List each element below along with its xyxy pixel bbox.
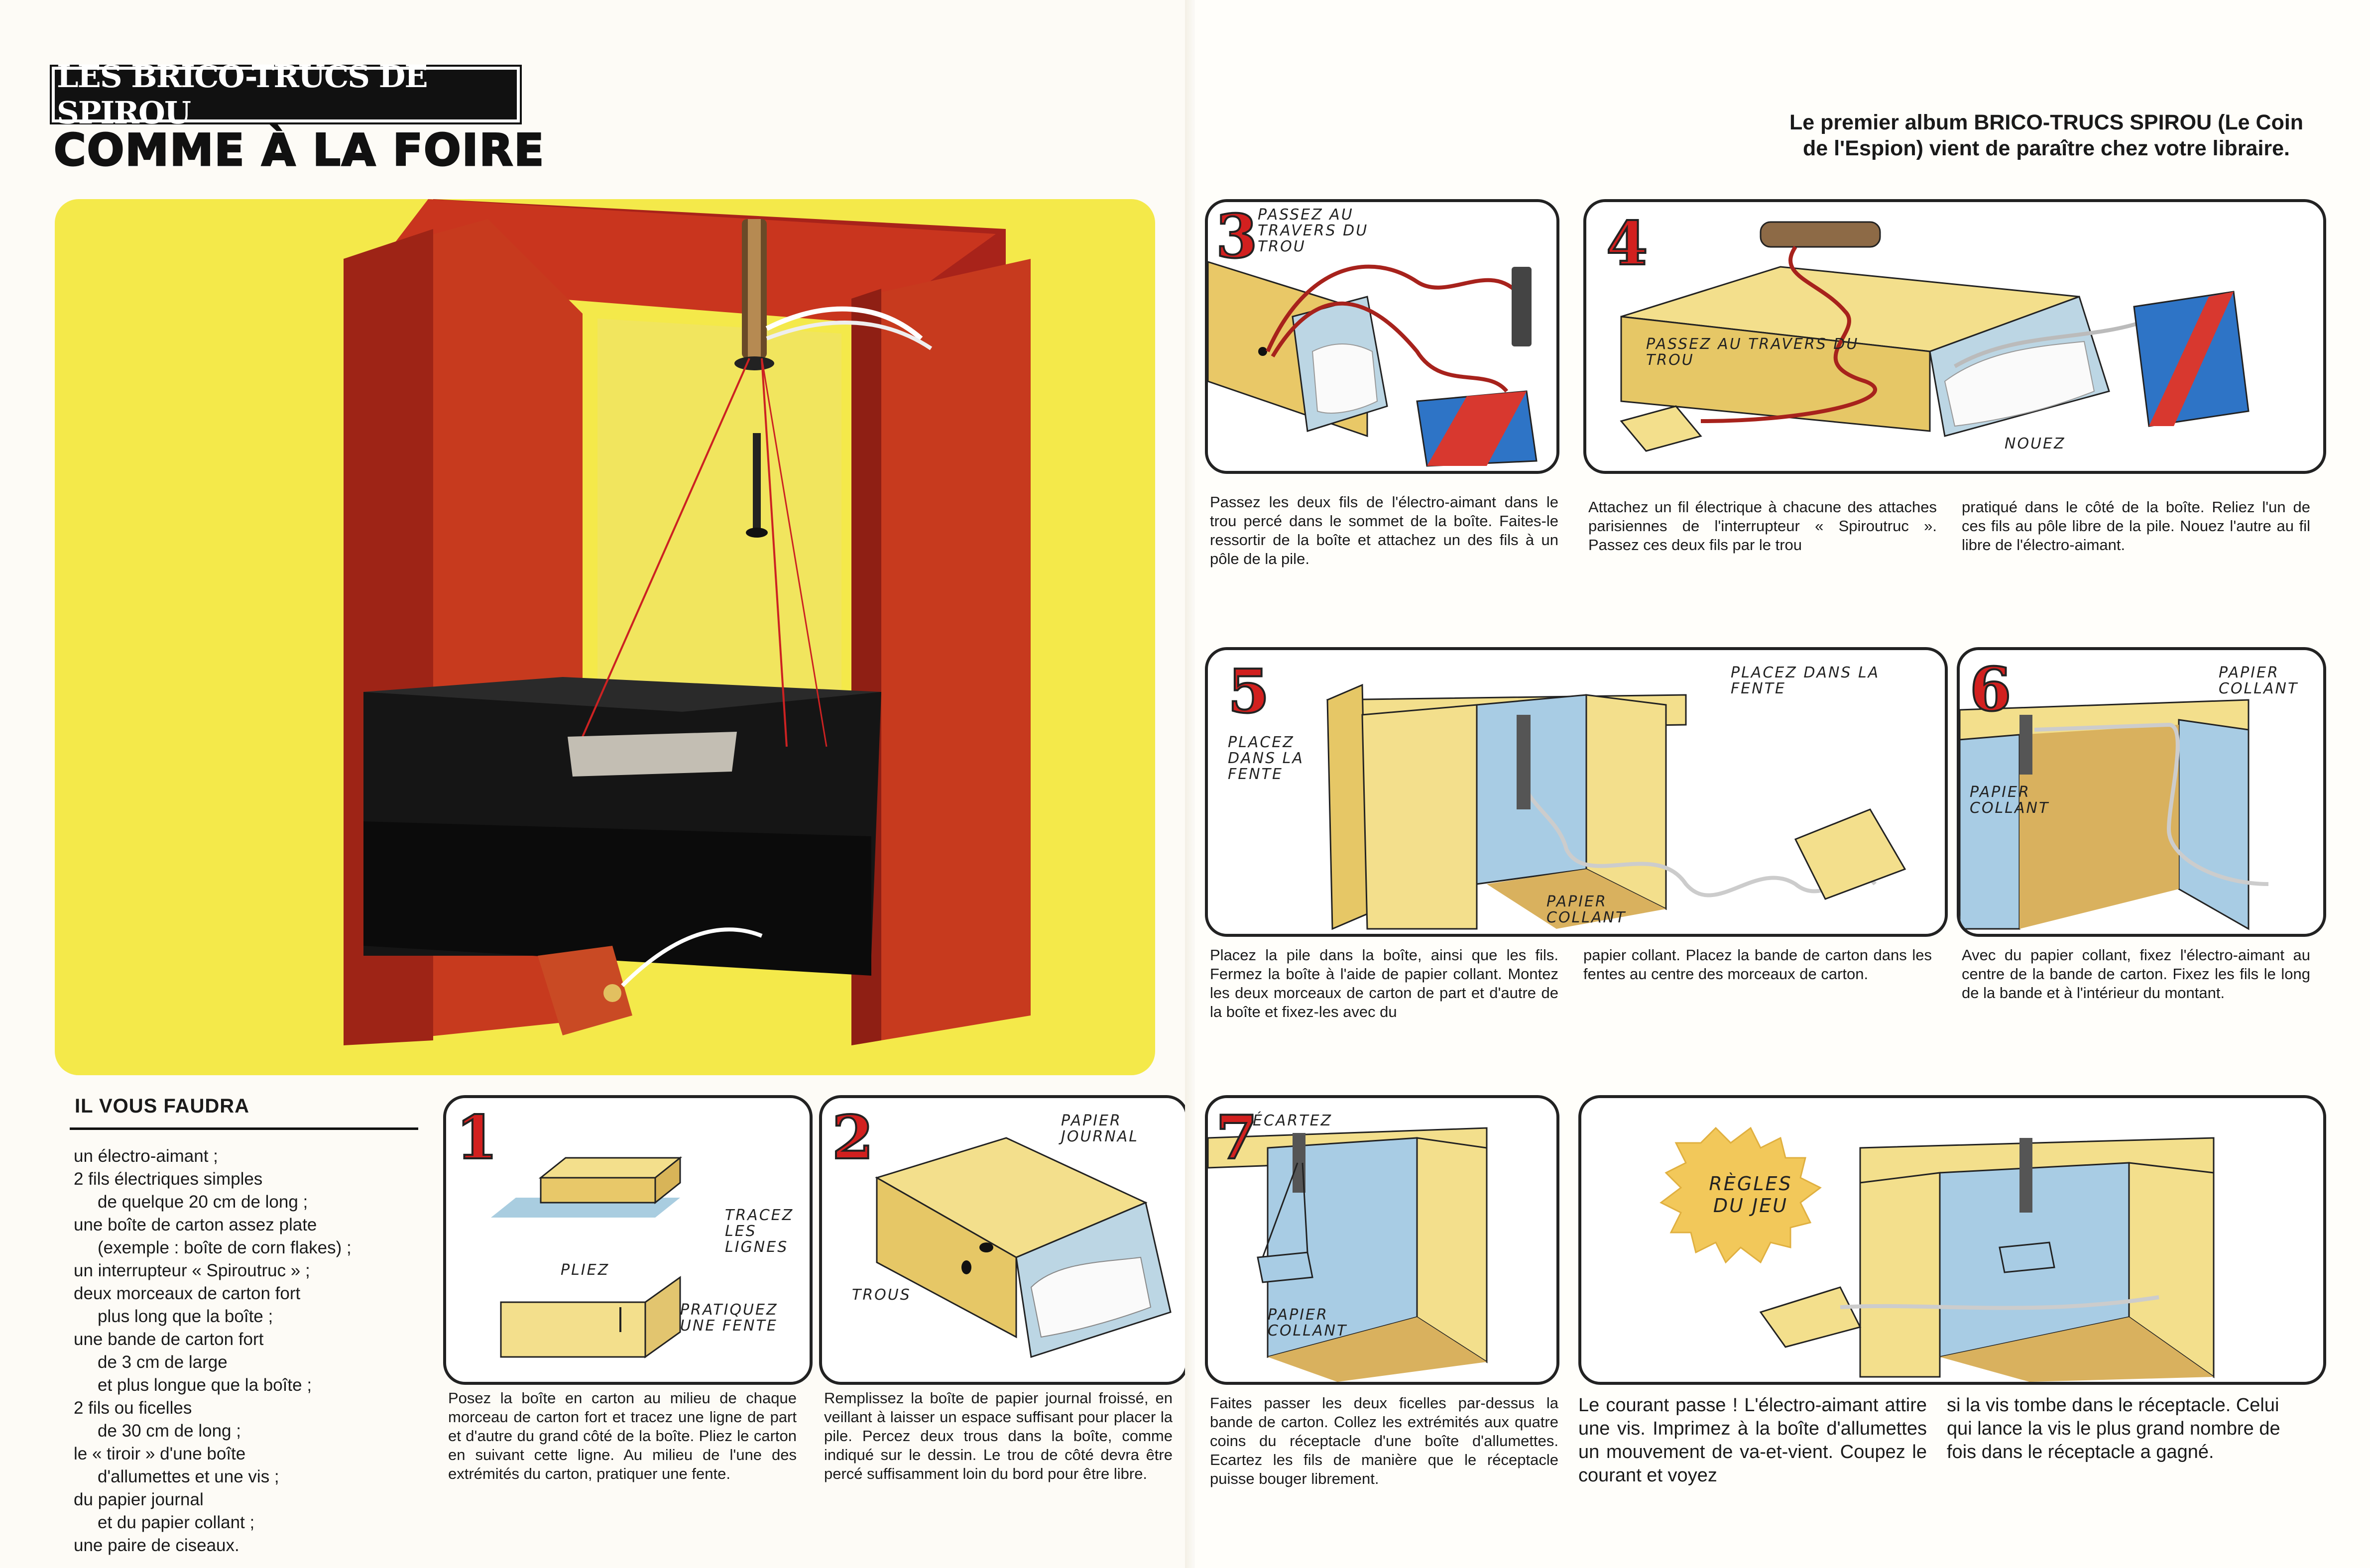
project-photo [55, 199, 1155, 1075]
step-4-caption-a: Attachez un fil électrique à chacune des… [1588, 498, 1937, 554]
series-banner: LES BRICO-TRUCS DE SPIROU [52, 58, 520, 131]
step-6-label-tape-top: PAPIER COLLANT [2219, 664, 2299, 697]
step-6-panel: 6 PAPIER COLLANT PAPIER COLLANT [1957, 647, 2326, 937]
step-7-label-tape: PAPIER COLLANT [1268, 1306, 1348, 1340]
step-1-panel: 1 TRACEZ LES LIGNES PLIEZ PRATIQUEZ UNE … [443, 1095, 813, 1385]
needs-item: un électro-aimant ; [74, 1146, 218, 1166]
rules-panel: RÈGLES DU JEU [1578, 1095, 2326, 1385]
needs-item: une bande de carton fort [74, 1330, 264, 1349]
needs-item: du papier journal [74, 1490, 204, 1509]
left-page: LES BRICO-TRUCS DE SPIROU COMME À LA FOI… [52, 58, 1188, 1557]
step-4-caption-b: pratiqué dans le côté de la boîte. Relie… [1962, 498, 2310, 554]
needs-item: 2 fils électriques simples [74, 1169, 263, 1189]
needs-item: le « tiroir » d'une boîte [74, 1444, 246, 1463]
step-4-number: 4 [1605, 209, 1649, 279]
needs-title: IL VOUS FAUDRA [75, 1095, 250, 1117]
step-6-caption: Avec du papier collant, fixez l'électro-… [1962, 946, 2310, 1002]
needs-item: d'allumettes et une vis ; [98, 1467, 279, 1486]
needs-list: un électro-aimant ; 2 fils électriques s… [74, 1145, 432, 1557]
step-5-label-slot-left: PLACEZ DANS LA FENTE [1228, 734, 1304, 783]
rules-caption-a: Le courant passe ! L'électro-aimant atti… [1578, 1395, 1927, 1486]
step-2-illustration [875, 1137, 1172, 1358]
step-4-panel: 4 PASSEZ AU TRAVERS DU TROU NOUEZ [1583, 199, 2326, 474]
step-1-illustration [491, 1156, 683, 1358]
step-5-number: 5 [1227, 657, 1270, 727]
step-7-label-spread: ÉCARTEZ [1253, 1112, 1333, 1129]
step-2-number: 2 [831, 1103, 874, 1173]
page-title: COMME À LA FOIRE [53, 124, 545, 177]
step-1-number: 1 [455, 1103, 498, 1173]
step-4-label-knot: NOUEZ [2005, 435, 2066, 452]
needs-item: et plus longue que la boîte ; [98, 1375, 312, 1395]
step-6-label-tape-left: PAPIER COLLANT [1970, 784, 2050, 817]
step-3-panel: 3 PASSEZ AU TRAVERS DU TROU [1205, 199, 1559, 474]
step-4-label-hole: PASSEZ AU TRAVERS DU TROU [1646, 336, 1859, 369]
needs-item: un interrupteur « Spiroutruc » ; [74, 1261, 310, 1280]
step-5-caption-a: Placez la pile dans la boîte, ainsi que … [1210, 946, 1558, 1020]
needs-item: une boîte de carton assez plate [74, 1215, 317, 1234]
needs-item: de 30 cm de long ; [98, 1421, 241, 1441]
step-5-label-slot-top: PLACEZ DANS LA FENTE [1731, 664, 1880, 697]
step-2-label-newspaper: PAPIER JOURNAL [1061, 1112, 1139, 1145]
needs-item: 2 fils ou ficelles [74, 1398, 192, 1418]
step-5-illustration [1326, 683, 1906, 930]
step-6-number: 6 [1969, 655, 2012, 725]
step-1-label-slot: PRATIQUEZ UNE FENTE [680, 1301, 778, 1335]
step-3-caption: Passez les deux fils de l'électro-aimant… [1210, 493, 1558, 567]
series-title: LES BRICO-TRUCS DE SPIROU [57, 58, 428, 131]
needs-item: de quelque 20 cm de long ; [98, 1192, 308, 1212]
step-1-label-fold: PLIEZ [561, 1261, 610, 1279]
step-7-illustration [1208, 1127, 1488, 1382]
rules-label: RÈGLES DU JEU [1709, 1173, 1792, 1217]
step-7-number: 7 [1215, 1103, 1258, 1173]
needs-item: une paire de ciseaux. [74, 1536, 239, 1555]
step-5-panel: 5 PLACEZ DANS LA FENTE PLACEZ DANS LA FE… [1205, 647, 1948, 937]
needs-item: plus long que la boîte ; [98, 1307, 273, 1326]
step-5-caption-b: papier collant. Placez la bande de carto… [1583, 946, 1932, 983]
step-2-panel: 2 PAPIER JOURNAL TROUS [819, 1095, 1188, 1385]
step-4-illustration [1620, 221, 2250, 452]
needs-item: deux morceaux de carton fort [74, 1284, 301, 1303]
photo-illustration [344, 199, 1031, 1045]
step-1-label-trace: TRACEZ LES LIGNES [725, 1207, 794, 1256]
step-5-label-tape: PAPIER COLLANT [1546, 893, 1627, 926]
step-3-number: 3 [1215, 202, 1258, 272]
step-2-label-holes: TROUS [852, 1286, 911, 1304]
needs-item: (exemple : boîte de corn flakes) ; [98, 1238, 352, 1257]
rules-caption-b: si la vis tombe dans le réceptacle. Celu… [1947, 1395, 2280, 1462]
step-2-caption: Remplissez la boîte de papier journal fr… [824, 1389, 1173, 1482]
needs-item: de 3 cm de large [98, 1352, 228, 1372]
step-1-caption: Posez la boîte en carton au milieu de ch… [448, 1389, 797, 1482]
step-6-illustration [1960, 699, 2269, 930]
needs-divider [70, 1127, 418, 1130]
step-3-label: PASSEZ AU TRAVERS DU TROU [1258, 206, 1369, 255]
rules-illustration [1659, 1126, 2215, 1382]
step-7-panel: 7 ÉCARTEZ PAPIER COLLANT [1205, 1095, 1559, 1385]
needs-item: et du papier collant ; [98, 1513, 255, 1532]
step-7-caption: Faites passer les deux ficelles par-dess… [1210, 1394, 1558, 1487]
step-3-illustration [1208, 261, 1538, 467]
album-announcement: Le premier album BRICO-TRUCS SPIROU (Le … [1789, 111, 2304, 160]
